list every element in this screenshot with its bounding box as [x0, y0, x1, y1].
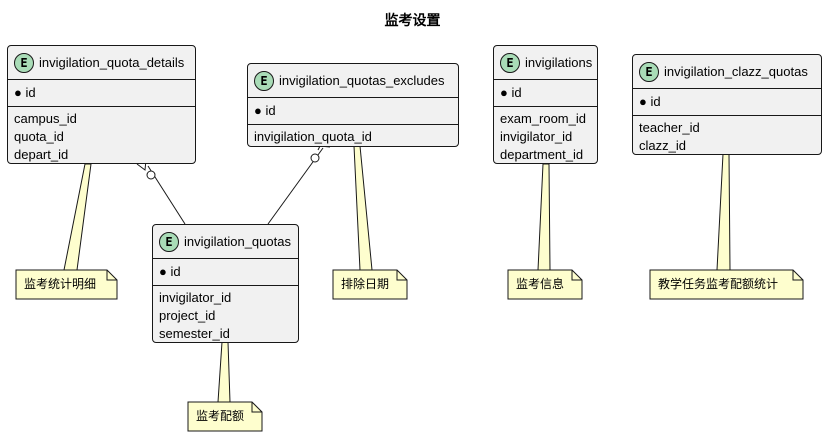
diagram-title: 监考设置	[384, 12, 441, 28]
note-clazz-quotas: 教学任务监考配额统计	[658, 277, 779, 291]
entity-name: invigilations	[525, 55, 593, 70]
primary-key-label: id	[650, 94, 661, 109]
note-connector-quotas-excludes	[353, 145, 373, 271]
entity-header: E invigilations	[494, 46, 597, 80]
entity-invigilation-quota-details[interactable]: E invigilation_quota_details ● id campus…	[7, 45, 196, 164]
entity-header: E invigilation_quotas	[153, 225, 298, 259]
entity-primary-key: ● id	[494, 80, 597, 107]
note-shape	[332, 269, 408, 300]
entity-field: project_id	[159, 308, 216, 323]
entity-primary-key: ● id	[153, 259, 298, 286]
entity-field: depart_id	[14, 147, 69, 162]
note-invigilations: 监考信息	[516, 277, 565, 291]
entity-badge-icon: E	[500, 52, 520, 73]
entity-field: quota_id	[14, 129, 64, 144]
entity-header: E invigilation_clazz_quotas	[633, 55, 821, 89]
entity-invigilation-clazz-quotas[interactable]: E invigilation_clazz_quotas ● id teacher…	[632, 54, 822, 155]
note-connector-quota-details	[63, 163, 92, 271]
relation-zero-marker-excludes	[310, 153, 320, 163]
primary-key-label: id	[511, 85, 522, 100]
primary-key-label: id	[170, 264, 181, 279]
note-quotas-excludes: 排除日期	[341, 277, 390, 291]
entity-fields: teacher_id clazz_id	[633, 116, 821, 159]
entity-fields: invigilation_quota_id	[248, 125, 458, 150]
primary-key-label: id	[265, 103, 276, 118]
note-connector-clazz-quotas	[716, 153, 731, 271]
note-quota-details: 监考统计明细	[24, 277, 97, 291]
entity-field: clazz_id	[639, 138, 686, 153]
entity-field: department_id	[500, 147, 584, 162]
entity-fields: exam_room_id invigilator_id department_i…	[494, 107, 597, 168]
entity-name: invigilation_quotas	[184, 234, 291, 249]
entity-name: invigilation_quotas_excludes	[279, 73, 445, 88]
entity-field: teacher_id	[639, 120, 700, 135]
note-connector-quotas	[217, 341, 231, 403]
entity-field: invigilation_quota_id	[254, 129, 372, 144]
entity-invigilation-quotas[interactable]: E invigilation_quotas ● id invigilator_i…	[152, 224, 299, 343]
note-shape	[507, 269, 583, 300]
entity-badge-icon: E	[159, 231, 179, 252]
entity-fields: campus_id quota_id depart_id	[8, 107, 195, 168]
note-shape	[15, 269, 118, 300]
entity-badge-icon: E	[14, 52, 34, 73]
entity-field: campus_id	[14, 111, 77, 126]
entity-primary-key: ● id	[248, 98, 458, 125]
entity-name: invigilation_quota_details	[39, 55, 185, 70]
entity-badge-icon: E	[639, 61, 659, 82]
entity-field: exam_room_id	[500, 111, 586, 126]
entity-field: invigilator_id	[500, 129, 573, 144]
entity-fields: invigilator_id project_id semester_id	[153, 286, 298, 347]
note-connector-invigilations	[537, 163, 551, 271]
entity-invigilations[interactable]: E invigilations ● id exam_room_id invigi…	[493, 45, 598, 164]
entity-badge-icon: E	[254, 70, 274, 91]
entity-header: E invigilation_quotas_excludes	[248, 64, 458, 98]
entity-primary-key: ● id	[8, 80, 195, 107]
note-shape	[649, 269, 804, 300]
relation-zero-marker-details	[146, 170, 156, 180]
entity-field: semester_id	[159, 326, 230, 341]
note-shape	[187, 401, 263, 432]
primary-key-label: id	[25, 85, 36, 100]
entity-name: invigilation_clazz_quotas	[664, 64, 808, 79]
note-quotas: 监考配额	[196, 409, 245, 423]
entity-primary-key: ● id	[633, 89, 821, 116]
entity-field: invigilator_id	[159, 290, 232, 305]
entity-header: E invigilation_quota_details	[8, 46, 195, 80]
entity-invigilation-quotas-excludes[interactable]: E invigilation_quotas_excludes ● id invi…	[247, 63, 459, 147]
